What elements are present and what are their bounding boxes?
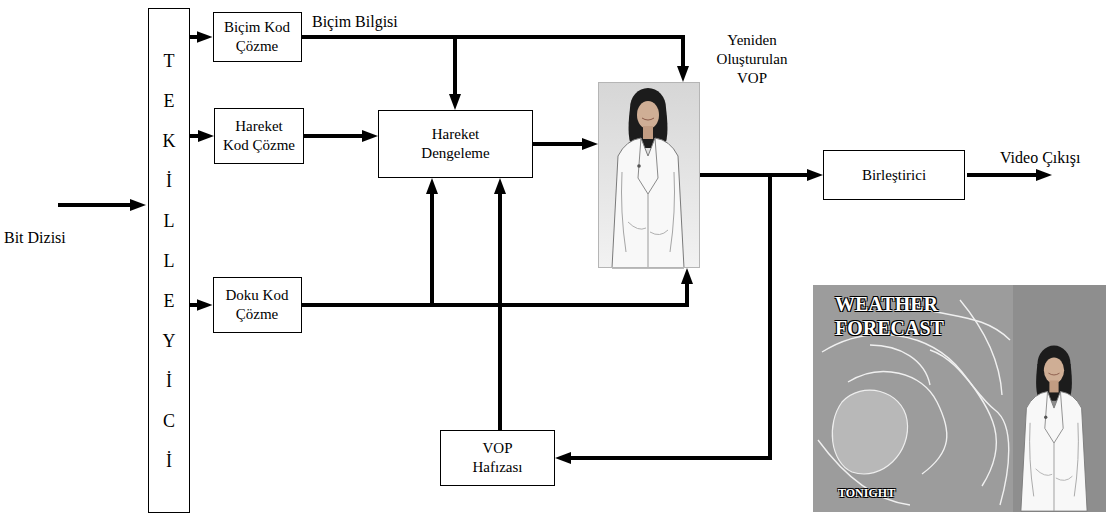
connector-arrow xyxy=(533,142,592,146)
decoder-box: Hareket Kod Çözme xyxy=(214,108,304,164)
node-label: VOP Hafızası xyxy=(463,439,533,477)
demultiplexer-box: TEKİLLEYİCİ xyxy=(148,8,190,513)
composited-output-image xyxy=(813,285,1106,512)
connector-arrow xyxy=(190,303,207,307)
compositor-box: Birleştirici xyxy=(823,150,965,200)
input-label: Bit Dizisi xyxy=(4,228,66,247)
reconstructed-vop-image xyxy=(598,82,700,268)
connector-arrow xyxy=(190,134,208,138)
map-area xyxy=(813,285,1013,512)
overlay-title: WEATHER FORECAST xyxy=(835,292,975,340)
connector-arrow xyxy=(302,184,433,305)
output-arrow xyxy=(967,173,1046,177)
connector-arrow xyxy=(302,37,456,104)
node-label: Doku Kod Çözme xyxy=(220,286,295,324)
memory-box: VOP Hafızası xyxy=(440,430,555,486)
node-label: Birleştirici xyxy=(862,166,926,185)
decoder-box: Doku Kod Çözme xyxy=(213,277,302,333)
input-arrow xyxy=(58,203,140,207)
edge-label: Biçim Bilgisi xyxy=(312,12,398,31)
image-background xyxy=(813,285,1106,512)
connector-arrow xyxy=(498,184,502,430)
connector-arrow xyxy=(304,134,372,138)
overlay-text: TONIGHT xyxy=(838,486,895,500)
node-label: Biçim Kod Çözme xyxy=(220,18,295,56)
connector-arrow xyxy=(561,175,770,458)
connector-arrow xyxy=(190,35,207,39)
node-label: TEKİLLEYİCİ xyxy=(163,41,176,481)
output-label: Video Çıkışı xyxy=(1000,148,1080,167)
connector-arrow xyxy=(302,274,688,305)
image-heading: Yeniden Oluşturulan VOP xyxy=(706,31,798,87)
connector-arrow xyxy=(302,37,684,76)
node-label: Hareket Dengeleme xyxy=(411,125,501,163)
process-box: Hareket Dengeleme xyxy=(378,110,533,178)
presenter-figure xyxy=(612,88,684,268)
map-shape xyxy=(832,390,907,474)
vop-image-frame: Yeniden Oluşturulan VOP xyxy=(598,82,700,268)
node-label: Hareket Kod Çözme xyxy=(222,117,297,155)
decoder-box: Biçim Kod Çözme xyxy=(213,12,302,62)
presenter-figure xyxy=(1021,346,1087,512)
image-background xyxy=(598,82,700,268)
